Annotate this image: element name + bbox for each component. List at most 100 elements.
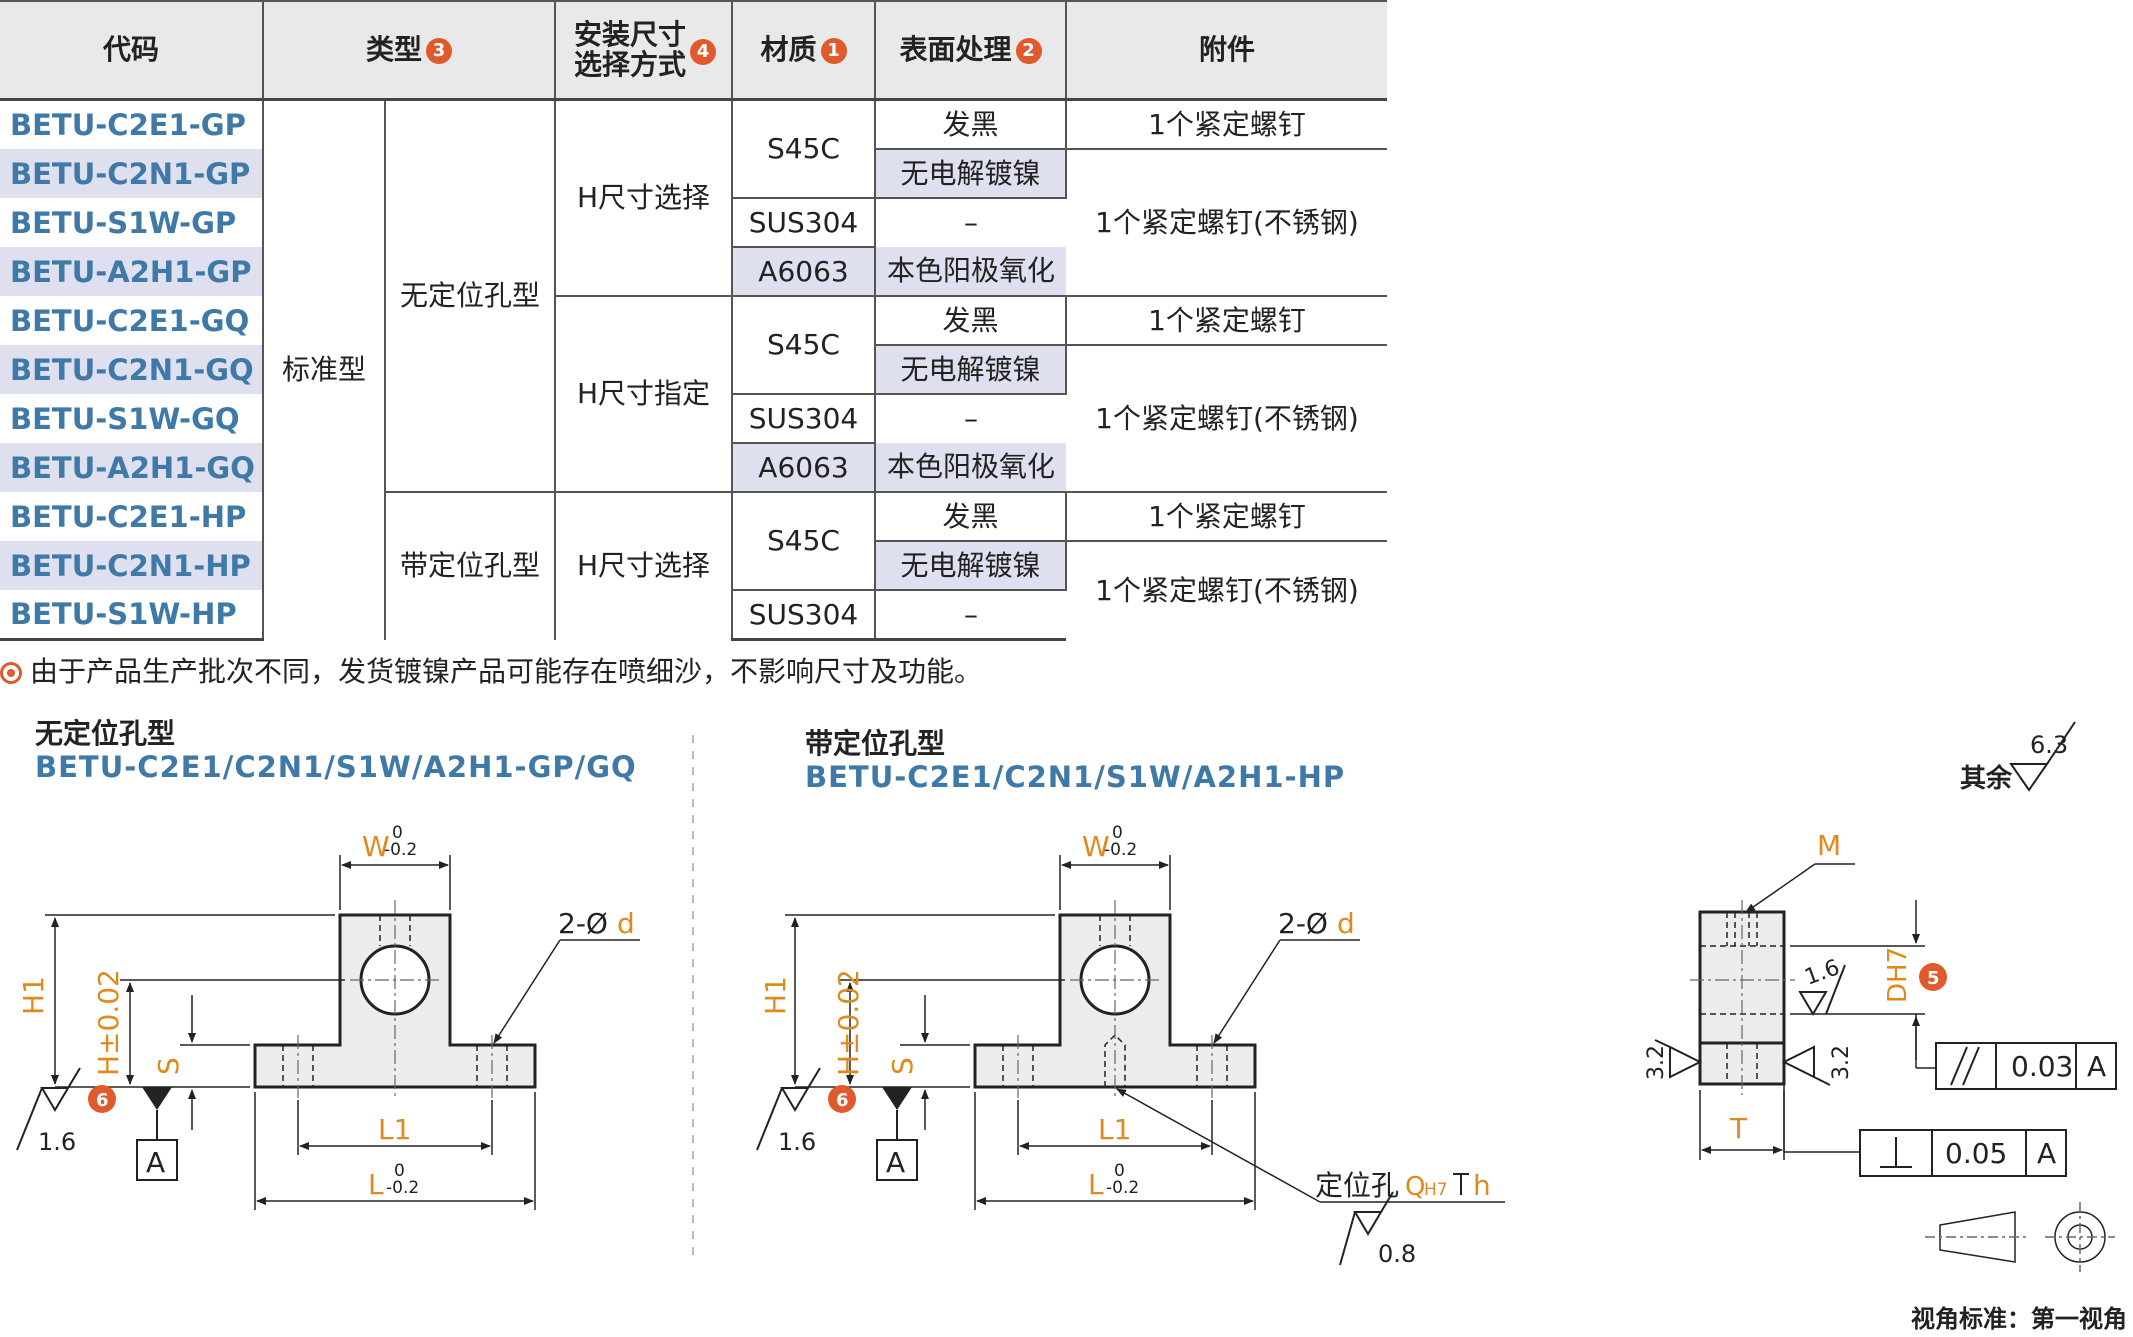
left-drawing-subtitle: BETU-C2E1/C2N1/S1W/A2H1-GP/GQ — [35, 750, 637, 784]
table-row: BETU-C2N1-HP 无电解镀镍 1个紧定螺钉(不锈钢) — [0, 541, 1387, 605]
mount-select-cell: H尺寸选择 — [555, 99, 734, 297]
material-cell: SUS304 — [732, 590, 877, 641]
dim-L-tol-top: 0 — [394, 1161, 405, 1181]
code-cell: BETU-C2E1-GP — [0, 99, 264, 149]
header-accessory: 附件 — [1066, 0, 1388, 101]
type-no-hole-cell: 无定位孔型 — [385, 99, 557, 493]
accessory-cell: 1个紧定螺钉 — [1066, 296, 1388, 346]
dim-S: S — [152, 1057, 185, 1075]
material-cell: SUS304 — [732, 197, 877, 248]
badge-6-bg — [828, 1085, 856, 1113]
datum-A: A — [146, 1146, 165, 1179]
accessory-cell: 1个紧定螺钉(不锈钢) — [1095, 573, 1359, 607]
view-standard: 视角标准：第一视角 — [1911, 1305, 2127, 1333]
parallel-value: 0.03 — [2011, 1050, 2073, 1083]
table-row: BETU-C2N1-GQ 无电解镀镍 1个紧定螺钉(不锈钢) — [0, 345, 1388, 493]
left-dim-labels: W 0 -0.2 2-Ø d H1 H±0.02 S 6 1.6 A L1 L … — [17, 823, 635, 1201]
badge-5: 5 — [1927, 968, 1940, 989]
rough-3-2-right: 3.2 — [1829, 1045, 1854, 1080]
accessory-cell: 1个紧定螺钉 — [1066, 492, 1388, 542]
badge-3: 3 — [426, 38, 453, 64]
mid-dim-labels: W 0 -0.2 2-Ø d H1 H±0.02 S 6 1.6 A L1 L … — [759, 823, 1491, 1268]
badge-2: 2 — [1015, 38, 1042, 64]
code-cell: BETU-A2H1-GQ — [0, 443, 264, 492]
table-row: BETU-A2H1-GQ A6063 本色阳极氧化 — [0, 443, 1387, 493]
code-cell: BETU-C2E1-HP — [0, 492, 264, 541]
dim-L1: L1 — [378, 1113, 411, 1146]
dim-H1: H1 — [17, 976, 50, 1015]
code-cell: BETU-S1W-HP — [0, 590, 264, 641]
material-cell: SUS304 — [732, 393, 877, 444]
code-cell: BETU-S1W-GQ — [0, 394, 264, 443]
material-cell: S45C — [732, 492, 877, 591]
badge-6-bg — [88, 1085, 116, 1113]
mid-drawing-subtitle: BETU-C2E1/C2N1/S1W/A2H1-HP — [805, 760, 1346, 794]
surface-cell: 发黑 — [875, 296, 1068, 346]
production-note: 由于产品生产批次不同，发货镀镍产品可能存在喷细沙，不影响尺寸及功能。 — [0, 650, 982, 690]
code-cell: BETU-C2N1-GP — [0, 149, 264, 198]
badge-5-bg — [1919, 963, 1947, 991]
mid-part-drawing — [756, 855, 1505, 1266]
type-with-hole-cell: 带定位孔型 — [385, 492, 557, 640]
pin-h: h — [1473, 1169, 1491, 1202]
surface-cell: 本色阳极氧化 — [875, 443, 1067, 493]
dim-W-tol-top: 0 — [392, 823, 403, 843]
perp-datum: A — [2037, 1137, 2056, 1170]
mid-drawing-title: 带定位孔型 — [805, 727, 946, 760]
right-part-drawing — [1654, 721, 2117, 1272]
rough-1-6: 1.6 — [38, 1128, 76, 1156]
dim-d-prefix: 2-Ø — [558, 907, 608, 940]
badge-6: 6 — [836, 1090, 849, 1111]
accessory-cell: 1个紧定螺钉(不锈钢) — [1066, 345, 1388, 493]
table-row: BETU-C2E1-GQ H尺寸指定 S45C 发黑 1个紧定螺钉 — [0, 296, 1388, 493]
perp-value: 0.05 — [1945, 1137, 2007, 1170]
dim-S: S — [886, 1057, 919, 1075]
table-row: BETU-C2E1-HP 带定位孔型 H尺寸选择 S45C 发黑 1个紧定螺钉 — [0, 492, 1388, 640]
type-main-cell: 标准型 — [263, 99, 386, 640]
dim-d: d — [1337, 907, 1355, 940]
surface-cell: – — [875, 197, 1067, 247]
material-cell: A6063 — [732, 443, 877, 493]
material-cell: S45C — [732, 296, 877, 395]
dim-W-tol-bot: -0.2 — [1104, 840, 1137, 860]
pin-Q: Q — [1405, 1172, 1425, 1202]
surface-cell: 无电解镀镍 — [875, 541, 1068, 591]
dim-L-tol-bot: -0.2 — [386, 1178, 419, 1198]
dim-L: L — [1088, 1168, 1104, 1201]
parallel-datum: A — [2087, 1050, 2106, 1083]
dim-W: W — [362, 830, 390, 863]
code-cell: BETU-A2H1-GP — [0, 247, 264, 296]
right-dim-labels: M DH7 5 1.6 3.2 3.2 T 0.03 A 0.05 A 6.3 … — [1644, 731, 2127, 1333]
rough-1-6: 1.6 — [778, 1128, 816, 1156]
surface-cell: 本色阳极氧化 — [875, 247, 1067, 297]
surface-cell: – — [875, 590, 1067, 641]
badge-6: 6 — [96, 1090, 109, 1111]
dim-L: L — [368, 1168, 384, 1201]
depth-icon — [1453, 1173, 1469, 1195]
rough-6-3: 6.3 — [2030, 731, 2068, 759]
mount-specify-cell: H尺寸指定 — [555, 296, 734, 493]
pin-H7: H7 — [1424, 1180, 1448, 1200]
code-cell: BETU-C2E1-GQ — [0, 296, 264, 345]
header-code: 代码 — [0, 0, 264, 101]
datum-A: A — [886, 1146, 905, 1179]
table-row: BETU-S1W-HP SUS304 – — [0, 590, 1387, 641]
accessory-cell: 1个紧定螺钉(不锈钢) — [1066, 149, 1388, 297]
dim-DH7: DH7 — [1883, 947, 1913, 1003]
surface-cell: – — [875, 393, 1067, 443]
mount-select-cell-2: H尺寸选择 — [555, 492, 734, 640]
material-cell: A6063 — [732, 247, 877, 297]
badge-1: 1 — [820, 38, 847, 64]
table-row: BETU-S1W-GQ SUS304 – — [0, 393, 1387, 444]
badge-4: 4 — [690, 39, 717, 65]
surface-cell: 无电解镀镍 — [875, 345, 1068, 394]
surface-cell: 发黑 — [875, 492, 1068, 542]
table-row: BETU-C2E1-GP 标准型 无定位孔型 H尺寸选择 S45C 发黑 1个紧… — [0, 99, 1388, 640]
